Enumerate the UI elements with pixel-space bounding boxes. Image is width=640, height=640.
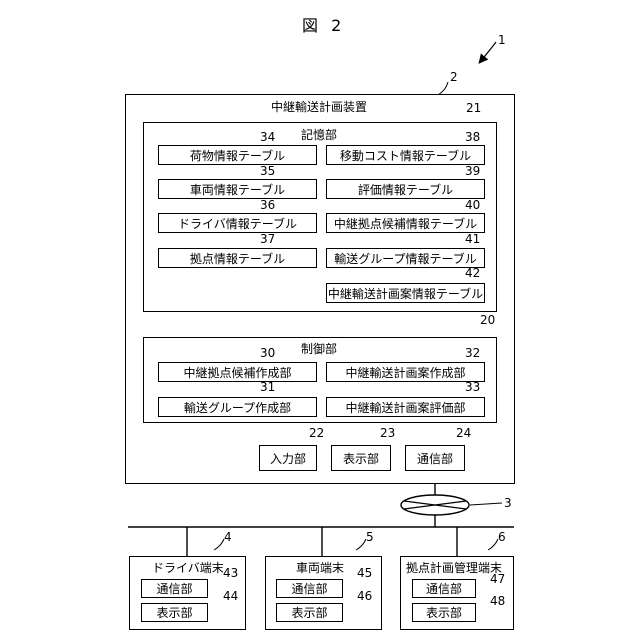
table-ref-40: 40 <box>465 198 480 212</box>
driver-display-unit: 表示部 <box>141 603 208 622</box>
base-info-table: 拠点情報テーブル <box>158 248 317 268</box>
transport-group-creation-unit: 輸送グループ作成部 <box>158 397 317 417</box>
table-ref-34: 34 <box>260 130 275 144</box>
table-ref-39: 39 <box>465 164 480 178</box>
vehicle-comm-unit: 通信部 <box>276 579 343 598</box>
table-ref-35: 35 <box>260 164 275 178</box>
storage-ref: 21 <box>466 101 481 115</box>
driver-info-table: ドライバ情報テーブル <box>158 213 317 233</box>
relay-device-label: 中継輸送計画装置 <box>271 98 367 115</box>
input-unit: 入力部 <box>259 445 317 471</box>
control-ref: 20 <box>480 313 495 327</box>
base-terminal-label: 拠点計画管理端末 <box>406 559 502 576</box>
relay-device-ref: 2 <box>450 70 458 84</box>
display-unit: 表示部 <box>331 445 391 471</box>
movement-cost-info-table: 移動コスト情報テーブル <box>326 145 485 165</box>
table-ref-38: 38 <box>465 130 480 144</box>
base-comm-ref: 47 <box>490 572 505 586</box>
unit-ref-31: 31 <box>260 380 275 394</box>
table-ref-36: 36 <box>260 198 275 212</box>
vehicle-terminal-ref: 5 <box>366 530 374 544</box>
vehicle-comm-ref: 45 <box>357 566 372 580</box>
table-ref-42: 42 <box>465 266 480 280</box>
base-comm-unit: 通信部 <box>412 579 476 598</box>
communication-unit: 通信部 <box>405 445 465 471</box>
driver-comm-unit: 通信部 <box>141 579 208 598</box>
evaluation-info-table: 評価情報テーブル <box>326 179 485 199</box>
relay-plan-draft-info-table: 中継輸送計画案情報テーブル <box>326 283 485 303</box>
vehicle-display-unit: 表示部 <box>276 603 343 622</box>
io-ref-22: 22 <box>309 426 324 440</box>
base-terminal-ref: 6 <box>498 530 506 544</box>
vehicle-display-ref: 46 <box>357 589 372 603</box>
unit-ref-33: 33 <box>465 380 480 394</box>
network-symbol <box>401 495 469 515</box>
unit-ref-32: 32 <box>465 346 480 360</box>
io-ref-23: 23 <box>380 426 395 440</box>
vehicle-info-table: 車両情報テーブル <box>158 179 317 199</box>
cargo-info-table: 荷物情報テーブル <box>158 145 317 165</box>
relay-plan-draft-creation-unit: 中継輸送計画案作成部 <box>326 362 485 382</box>
io-ref-24: 24 <box>456 426 471 440</box>
relay-base-candidate-info-table: 中継拠点候補情報テーブル <box>326 213 485 233</box>
storage-label: 記憶部 <box>301 126 337 143</box>
control-label: 制御部 <box>301 340 337 357</box>
network-ref: 3 <box>504 496 512 510</box>
base-display-unit: 表示部 <box>412 603 476 622</box>
base-display-ref: 48 <box>490 594 505 608</box>
relay-base-candidate-creation-unit: 中継拠点候補作成部 <box>158 362 317 382</box>
driver-comm-ref: 43 <box>223 566 238 580</box>
driver-terminal-label: ドライバ端末 <box>152 559 224 576</box>
table-ref-37: 37 <box>260 232 275 246</box>
transport-group-info-table: 輸送グループ情報テーブル <box>326 248 485 268</box>
driver-display-ref: 44 <box>223 589 238 603</box>
unit-ref-30: 30 <box>260 346 275 360</box>
driver-terminal-ref: 4 <box>224 530 232 544</box>
relay-plan-draft-evaluation-unit: 中継輸送計画案評価部 <box>326 397 485 417</box>
table-ref-41: 41 <box>465 232 480 246</box>
vehicle-terminal-label: 車両端末 <box>296 559 344 576</box>
